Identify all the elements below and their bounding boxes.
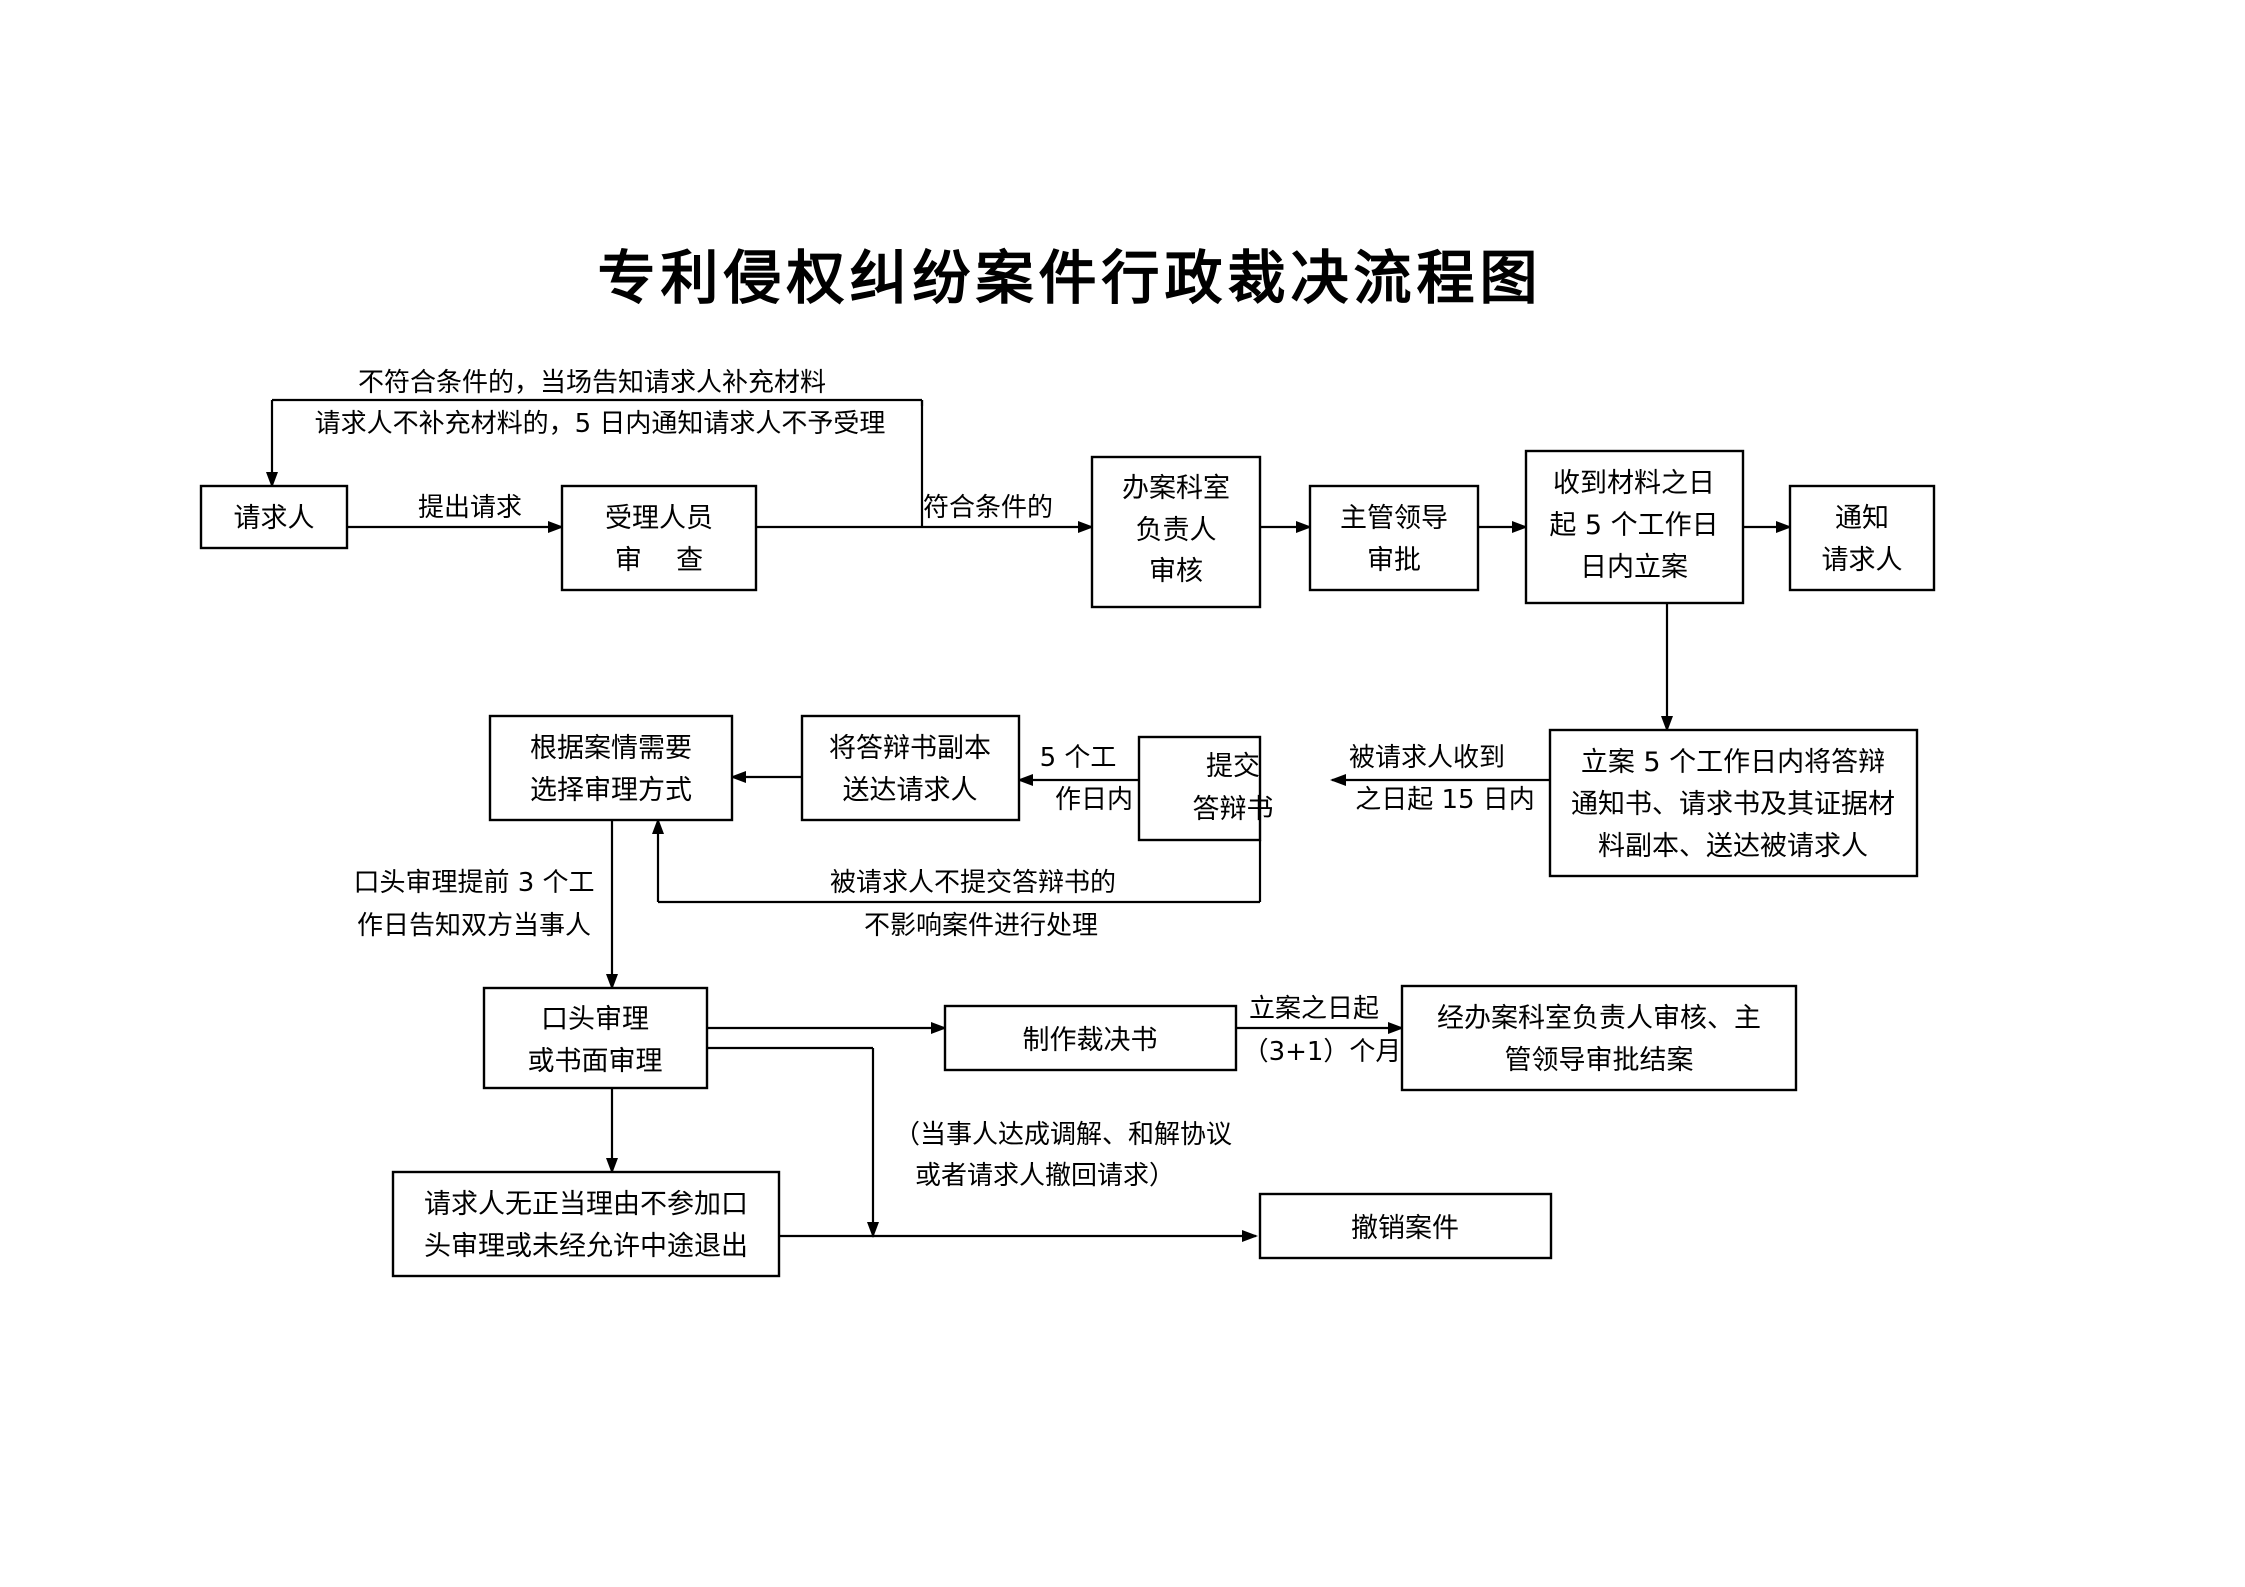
label-not-qualified-2: 请求人不补充材料的，5 日内通知请求人不予受理	[315, 409, 886, 439]
box-hearing: 口头审理 或书面审理	[482, 986, 709, 1090]
label-five-days-2: 作日内	[1055, 785, 1133, 815]
page-title: 专利侵权纠纷案件行政裁决流程图	[597, 244, 1542, 312]
box-withdraw-reason-line-1: 请求人无正当理由不参加口	[424, 1189, 748, 1220]
box-close-case-line-1: 经办案科室负责人审核、主	[1437, 1003, 1761, 1034]
label-mediation-1: （当事人达成调解、和解协议	[894, 1120, 1232, 1150]
box-leader: 主管领导 审批	[1308, 484, 1480, 592]
box-office-head-line-1: 办案科室	[1122, 473, 1230, 504]
label-qualified: 符合条件的	[923, 493, 1053, 523]
box-withdraw-reason-line-2: 头审理或未经允许中途退出	[424, 1231, 748, 1262]
box-deliver-notice-line-3: 料副本、送达被请求人	[1598, 831, 1868, 862]
box-leader-line-1: 主管领导	[1340, 503, 1448, 534]
box-close-case-line-2: 管领导审批结案	[1505, 1045, 1694, 1076]
box-submit-defense-line-1: 提交	[1206, 751, 1260, 782]
box-office-head-line-2: 负责人	[1136, 515, 1217, 546]
box-office-head-line-3: 审核	[1149, 556, 1203, 587]
box-hearing-line-2: 或书面审理	[528, 1046, 663, 1077]
label-submit-request: 提出请求	[418, 493, 522, 523]
label-mediation-2: 或者请求人撤回请求）	[915, 1161, 1175, 1191]
box-review-line-1: 受理人员	[605, 503, 713, 534]
box-decision-line-1: 制作裁决书	[1023, 1025, 1158, 1056]
box-send-copy-line-2: 送达请求人	[843, 775, 978, 806]
box-withdraw-reason: 请求人无正当理由不参加口 头审理或未经允许中途退出	[391, 1170, 781, 1278]
label-five-days-1: 5 个工	[1040, 743, 1117, 773]
label-months-2: （3+1）个月	[1243, 1037, 1402, 1067]
box-file-case-line-1: 收到材料之日	[1553, 468, 1715, 499]
box-review-line-2: 审 查	[615, 545, 703, 576]
box-choose-mode: 根据案情需要 选择审理方式	[488, 714, 734, 822]
label-months-1: 立案之日起	[1249, 994, 1379, 1024]
label-oral-notice-1: 口头审理提前 3 个工	[353, 868, 594, 898]
box-choose-mode-line-1: 根据案情需要	[530, 733, 692, 764]
box-hearing-line-1: 口头审理	[541, 1004, 649, 1035]
label-no-defense-1: 被请求人不提交答辩书的	[830, 868, 1116, 898]
box-submit-defense: 提交 答辩书	[1137, 735, 1274, 842]
box-file-case-line-2: 起 5 个工作日	[1549, 510, 1718, 541]
box-notify: 通知 请求人	[1788, 484, 1936, 592]
label-respondent-receive-2: 之日起 15 日内	[1355, 785, 1535, 815]
label-oral-notice-2: 作日告知双方当事人	[357, 911, 591, 941]
box-notify-line-2: 请求人	[1822, 545, 1903, 576]
box-requester-line-1: 请求人	[234, 503, 315, 534]
box-deliver-notice-line-1: 立案 5 个工作日内将答辩	[1581, 747, 1885, 778]
box-deliver-notice-line-2: 通知书、请求书及其证据材	[1571, 789, 1895, 820]
box-send-copy: 将答辩书副本 送达请求人	[800, 714, 1021, 822]
box-send-copy-line-1: 将答辩书副本	[829, 733, 991, 764]
box-deliver-notice: 立案 5 个工作日内将答辩 通知书、请求书及其证据材 料副本、送达被请求人	[1548, 728, 1919, 878]
box-office-head: 办案科室 负责人 审核	[1090, 455, 1262, 609]
label-respondent-receive-1: 被请求人收到	[1349, 743, 1505, 773]
box-choose-mode-line-2: 选择审理方式	[530, 775, 692, 806]
box-submit-defense-line-2: 答辩书	[1193, 794, 1274, 825]
box-requester: 请求人	[199, 484, 349, 550]
label-no-defense-2: 不影响案件进行处理	[864, 911, 1098, 941]
box-file-case: 收到材料之日 起 5 个工作日 日内立案	[1524, 449, 1745, 605]
box-close-case: 经办案科室负责人审核、主 管领导审批结案	[1400, 984, 1798, 1092]
box-revoke: 撤销案件	[1258, 1192, 1553, 1260]
box-revoke-line-1: 撤销案件	[1351, 1213, 1459, 1244]
box-leader-line-2: 审批	[1367, 545, 1421, 576]
box-review: 受理人员 审 查	[560, 484, 758, 592]
label-not-qualified-1: 不符合条件的，当场告知请求人补充材料	[358, 368, 826, 398]
box-decision: 制作裁决书	[943, 1004, 1238, 1072]
box-file-case-line-3: 日内立案	[1580, 552, 1688, 583]
box-notify-line-1: 通知	[1835, 503, 1889, 534]
